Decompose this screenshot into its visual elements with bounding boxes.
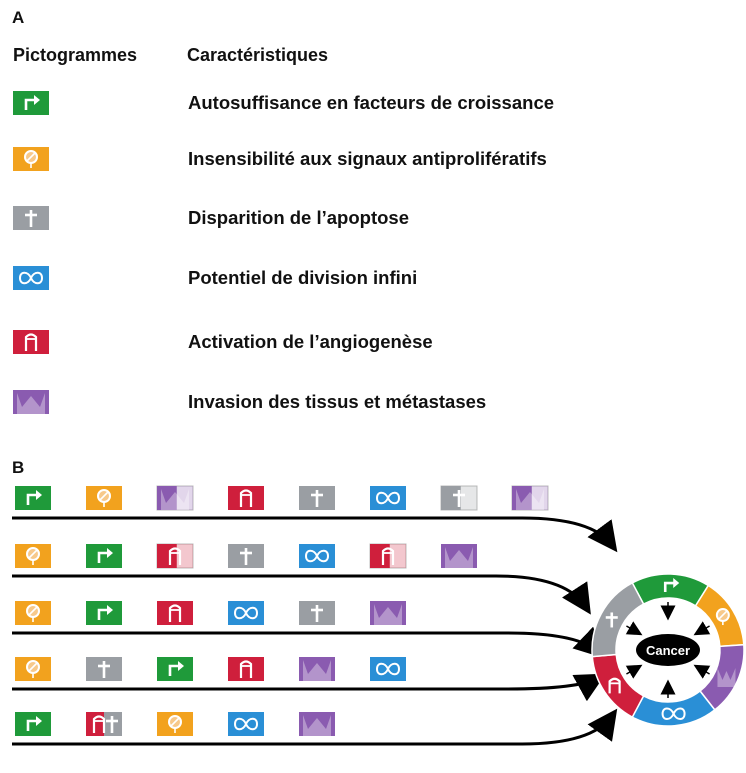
legend-stop-sign-icon: [13, 147, 49, 171]
wheel-infinity-icon: [661, 707, 686, 720]
pathway-icon-crown: [370, 601, 406, 625]
pathway-icon-stop: [15, 657, 51, 681]
inner-arrow: [625, 621, 643, 636]
legend-crown-icon: [13, 390, 49, 414]
cross-icon: [13, 206, 49, 230]
wheel-vessel-icon: [608, 677, 621, 694]
pathway-arrow: [12, 708, 618, 746]
pathway-icon-cross: [299, 486, 335, 510]
pathway-icon-infinity: [370, 657, 406, 681]
pathway-icon-arrow: [86, 601, 122, 625]
vessel-icon: [13, 330, 49, 354]
pathway-icon-arrow: [15, 712, 51, 736]
legend-vessel-icon: [13, 330, 49, 354]
wheel-cross-icon: [605, 612, 618, 628]
infinity-icon: [13, 266, 49, 290]
cancer-wheel: Cancer: [591, 573, 745, 727]
pathway-icon-arrow: [157, 657, 193, 681]
pathway-icon-infinity: [228, 601, 264, 625]
pathway-icon-crown-faded: [511, 485, 549, 511]
pathway-row: [12, 543, 591, 615]
pathway-icon-infinity: [228, 712, 264, 736]
pathway-icon-vessel: [228, 657, 264, 681]
pathway-icon-crown: [299, 712, 335, 736]
pathway-icon-vessel: [228, 486, 264, 510]
pathway-arrow: [12, 574, 591, 615]
pathway-row: [12, 657, 606, 702]
pathway-row: [12, 708, 618, 746]
pathway-row: [12, 485, 618, 553]
inner-arrow: [693, 621, 711, 636]
wheel-arrow-icon: [663, 578, 680, 593]
legend-arrow-icon: [13, 91, 49, 115]
pathway-arrow: [12, 626, 605, 659]
pictograms-header: Pictogrammes: [13, 45, 138, 65]
pathway-icon-cross: [299, 601, 335, 625]
characteristic-label: Potentiel de division infini: [188, 267, 418, 288]
stop-sign-icon: [13, 147, 49, 171]
characteristics-header: Caractéristiques: [187, 45, 329, 65]
pathway-icon-stop: [157, 712, 193, 736]
pathway-icon-stop: [86, 486, 122, 510]
pathway-icon-cross: [228, 544, 264, 568]
pathway-icon-vessel: [157, 601, 193, 625]
crown-icon: [13, 390, 49, 414]
panel-b-letter: B: [12, 458, 25, 477]
cancer-center: [636, 634, 700, 666]
characteristic-label: Activation de l’angiogenèse: [188, 331, 433, 352]
characteristic-label: Autosuffisance en facteurs de croissance: [188, 92, 555, 113]
characteristic-label: Insensibilité aux signaux antiproliférat…: [188, 148, 547, 169]
pathway-arrow: [12, 516, 618, 553]
pathway-icon-vessel-cross: [86, 712, 122, 736]
inner-arrow: [693, 664, 711, 679]
arrow-icon: [13, 91, 49, 115]
characteristic-label: Invasion des tissus et métastases: [188, 391, 487, 412]
pathway-arrow: [12, 673, 606, 702]
pathway-icon-stop: [15, 601, 51, 625]
pathway-icon-stop: [15, 544, 51, 568]
cancer-label: Cancer: [646, 643, 690, 658]
pathway-icon-crown: [441, 544, 477, 568]
pathway-icon-crown: [299, 657, 335, 681]
characteristic-label: Disparition de l’apoptose: [188, 207, 409, 228]
pathway-icon-infinity: [299, 544, 335, 568]
pathway-icon-crown-faded: [156, 485, 194, 511]
legend-infinity-icon: [13, 266, 49, 290]
pathway-icon-infinity: [370, 486, 406, 510]
pathway-row: [12, 601, 605, 659]
pathway-icon-vessel-faded: [369, 543, 407, 569]
pathway-icon-arrow: [15, 486, 51, 510]
pathway-icon-cross: [86, 657, 122, 681]
pathway-icon-cross-faded: [440, 485, 478, 511]
pathway-icon-arrow: [86, 544, 122, 568]
inner-arrow: [625, 664, 643, 679]
pathway-icon-vessel-faded: [156, 543, 194, 569]
wheel-crown-icon: [717, 668, 736, 688]
panel-a-letter: A: [12, 8, 25, 27]
wheel-stop-icon: [715, 608, 730, 626]
legend-cross-icon: [13, 206, 49, 230]
